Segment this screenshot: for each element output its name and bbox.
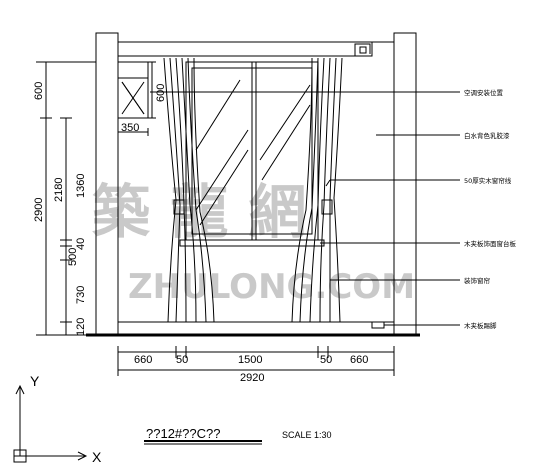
note-wall-paint: 白水背色乳胶漆	[464, 131, 510, 140]
air-conditioner-box	[117, 77, 149, 119]
dim-bottom-660-right: 660	[350, 354, 368, 366]
annotation-texts: 空调安装位置 白水背色乳胶漆 50厚实木窗帘线 木夹板饰面窗台板 装饰窗帘 木夹…	[464, 88, 517, 330]
watermark: 築 龍 網 ZHULONG.COM	[92, 178, 415, 307]
note-curtain-line: 50厚实木窗帘线	[464, 176, 512, 185]
horizontal-dimension-texts: 660 50 1500 50 660 2920	[134, 354, 368, 384]
dim-bottom-660-left: 660	[134, 354, 152, 366]
note-curtain: 装饰窗帘	[464, 276, 491, 285]
right-curtain	[291, 57, 343, 323]
dim-730: 730	[75, 286, 87, 304]
note-window-sill: 木夹板饰面窗台板	[464, 239, 517, 248]
dim-bottom-50-left: 50	[176, 354, 188, 366]
dim-ac-height: 600	[33, 82, 45, 100]
skirting-detail	[371, 321, 385, 329]
left-curtain-tie	[173, 199, 185, 215]
left-curtain	[163, 57, 215, 323]
drawing-scale: SCALE 1:30	[282, 430, 332, 440]
axis-y-label: Y	[30, 373, 40, 389]
note-ac-position: 空调安装位置	[464, 88, 504, 97]
vertical-dimension-texts: 600 2900 2180 1360 40 500 730 120 600 35…	[33, 82, 167, 336]
watermark-latin: ZHULONG.COM	[128, 267, 415, 307]
dim-1360: 1360	[75, 174, 87, 198]
note-skirting: 木夹板踢脚	[464, 321, 497, 330]
annotation-leaders	[150, 91, 460, 326]
dim-ac-width: 350	[121, 122, 139, 134]
right-curtain-tie	[321, 199, 333, 215]
dim-bottom-50-right: 50	[320, 354, 332, 366]
curtain-box-hook	[354, 43, 371, 56]
dim-ac-side: 600	[155, 84, 167, 102]
drawing-title: ??12#??C??	[146, 426, 220, 441]
dim-2180: 2180	[53, 178, 65, 202]
dim-120: 120	[75, 318, 87, 336]
dim-500: 500	[67, 248, 79, 266]
vertical-dimension-lines	[36, 61, 156, 336]
horizontal-dimension-lines	[117, 346, 395, 376]
dim-bottom-1500: 1500	[238, 354, 262, 366]
curtain-box	[117, 41, 373, 57]
axis-x-label: X	[92, 449, 102, 465]
ucs-icon	[13, 384, 88, 463]
curtain-box-detail	[359, 46, 367, 54]
dim-bottom-total: 2920	[240, 372, 264, 384]
dim-40: 40	[75, 238, 87, 250]
dim-total-height: 2900	[33, 198, 45, 222]
